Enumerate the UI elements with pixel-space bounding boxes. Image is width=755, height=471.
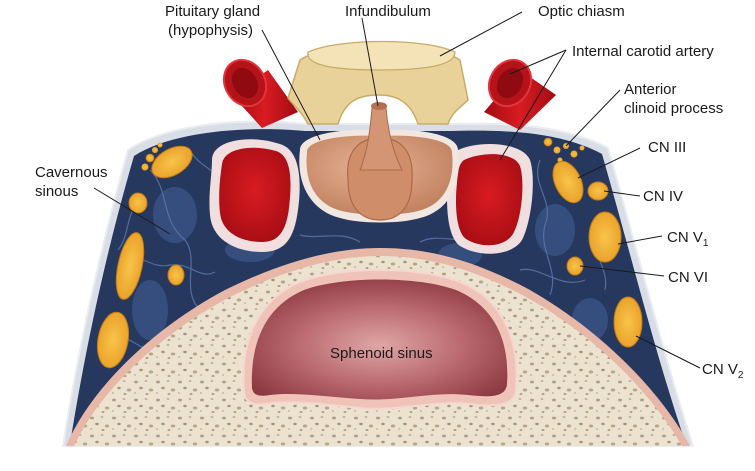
label-cn4: CN IV	[643, 188, 683, 205]
leader-cn4	[603, 190, 641, 197]
internal-carotid-left-vessel	[222, 58, 298, 128]
label-pituitary-line1: Pituitary gland	[165, 3, 260, 20]
right-cn4	[587, 181, 609, 201]
leader-lines	[93, 11, 701, 369]
label-cn5-1-sub: 1	[703, 238, 709, 249]
label-cn5-2: CN V2	[702, 361, 744, 381]
left-cn3-bundle	[141, 142, 193, 179]
label-infundibulum: Infundibulum	[345, 3, 431, 20]
left-cn6	[167, 264, 185, 286]
label-optic-chiasm: Optic chiasm	[538, 3, 625, 20]
label-cn6: CN VI	[668, 269, 708, 286]
leader-carotid-top	[509, 49, 567, 75]
label-sphenoid-sinus: Sphenoid sinus	[330, 345, 433, 362]
cranial-nerves	[96, 137, 643, 369]
label-anterior-clinoid-line1: Anterior	[624, 81, 677, 98]
right-cn3	[552, 160, 584, 204]
right-cn5-2	[613, 296, 643, 348]
infundibulum	[359, 102, 403, 171]
internal-carotid-right-sinus	[447, 144, 533, 254]
label-anterior-clinoid-line2: clinoid process	[624, 100, 723, 117]
optic-chiasm	[287, 40, 469, 125]
label-cn5-2-sub: 2	[738, 370, 744, 381]
left-cn5-1	[115, 232, 145, 300]
label-pituitary-line2: (hypophysis)	[168, 22, 253, 39]
label-cn5-2-base: CN V	[702, 361, 738, 378]
left-cn5-2	[96, 311, 130, 369]
leader-carotid-sinus	[499, 49, 567, 161]
label-cn5-1: CN V1	[667, 229, 709, 249]
leader-optic-chiasm	[439, 11, 523, 57]
label-internal-carotid: Internal carotid artery	[572, 43, 714, 60]
leader-cavernous	[93, 187, 171, 235]
label-cn3: CN III	[648, 139, 686, 156]
label-cavernous-line2: sinous	[35, 183, 78, 200]
leader-cn3	[577, 147, 641, 179]
internal-carotid-left-sinus	[209, 139, 300, 252]
right-cn5-1	[588, 211, 622, 263]
leader-anterior-clinoid	[565, 89, 621, 147]
leader-pituitary	[261, 29, 321, 141]
leader-infundibulum	[361, 17, 379, 107]
labels: Pituitary gland (hypophysis) Infundibulu…	[35, 3, 744, 381]
leader-cn6	[579, 265, 665, 277]
leader-cn5-2	[635, 335, 701, 369]
label-cn5-1-base: CN V	[667, 229, 703, 246]
internal-carotid-right-vessel	[484, 58, 556, 130]
label-cavernous-line1: Cavernous	[35, 164, 108, 181]
sphenoid-sinus	[242, 269, 518, 410]
leader-cn5-1	[617, 235, 663, 245]
left-cn4	[128, 192, 148, 214]
